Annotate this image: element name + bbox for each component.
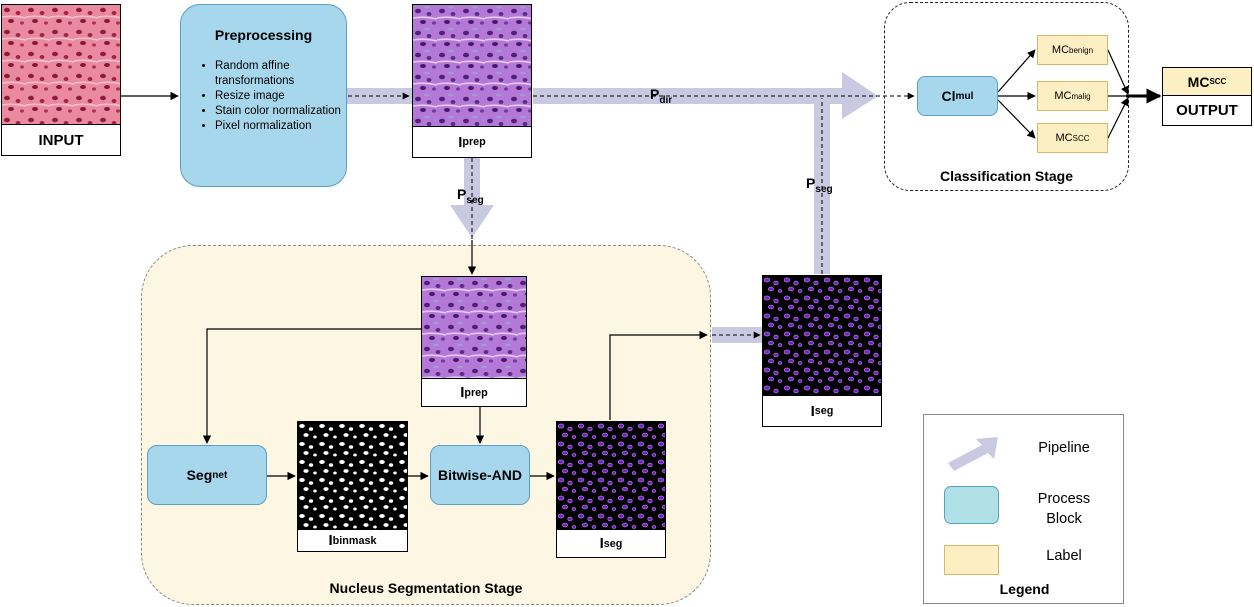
clmul-sub: mul [955,90,974,102]
iseg-outer-sub: seg [814,405,834,417]
mc-malig-sub: malig [1071,91,1091,101]
mc-scc-sub: SCC [1072,133,1090,143]
mc-benign-main: MC [1051,44,1070,56]
segnet-main: Seg [186,467,213,483]
legend-label-swatch [944,545,999,575]
pseg-label-right: Pseg [806,175,833,195]
ibinmask-image [297,421,408,530]
iprep-inner-image [421,276,527,379]
clmul-main: Cl [941,88,956,104]
pseg-left-sub: seg [466,194,484,206]
preprocessing-steps: Random affine transformations Resize ima… [181,59,346,134]
output-class-sub: SCC [1209,77,1227,86]
iseg-inner-image [556,421,666,530]
legend-pipeline-text: Pipeline [1038,440,1090,456]
pseg-label-left: Pseg [457,186,484,206]
classification-stage-title: Classification Stage [939,168,1074,184]
segnet-sub: net [212,469,228,481]
pseg-left-main: P [457,186,467,202]
preprocessing-step: Pixel normalization [215,119,346,134]
legend-process-swatch [944,486,999,524]
iprep-label-main: I [458,133,463,151]
preprocessing-step: Resize image [215,89,346,104]
mc-benign-sub: benign [1069,45,1094,55]
pdir-main: P [650,86,660,102]
preprocessing-title: Preprocessing [214,27,313,43]
legend: Pipeline Process Block Label Legend [923,414,1124,604]
output-label: OUTPUT [1162,95,1252,126]
bitwise-and-block: Bitwise-AND [430,445,530,505]
pseg-right-sub: seg [815,183,833,195]
output-class-main: MC [1187,73,1210,90]
preprocessing-step: Random affine transformations [215,59,346,89]
iprep-inner-main: I [460,384,465,401]
preprocessing-step: Stain color normalization [215,104,346,119]
mc-scc-main: MC [1055,132,1073,144]
iseg-inner-sub: seg [603,537,623,550]
pdir-sub: dir [659,94,673,106]
preprocessing-block: Preprocessing Random affine transformati… [180,4,347,187]
iseg-inner-main: I [599,535,604,552]
legend-label-text: Label [1046,548,1082,564]
iseg-outer-main: I [810,402,815,420]
iprep-inner-sub: prep [464,386,488,399]
pdir-label: Pdir [650,86,672,106]
input-label: INPUT [1,124,121,156]
legend-pipeline-icon [948,437,998,471]
iprep-image [412,4,532,127]
input-image [1,4,121,125]
iseg-outer-image [762,275,882,396]
ibinmask-main: I [328,532,333,549]
legend-process-text: Process Block [1037,491,1091,527]
ibinmask-sub: binmask [332,534,377,547]
segmentation-stage-title: Nucleus Segmentation Stage [329,580,523,596]
pseg-right-main: P [806,175,816,191]
mc-malig-main: MC [1054,90,1072,102]
legend-title: Legend [999,581,1050,597]
iprep-label-sub: prep [462,136,486,148]
